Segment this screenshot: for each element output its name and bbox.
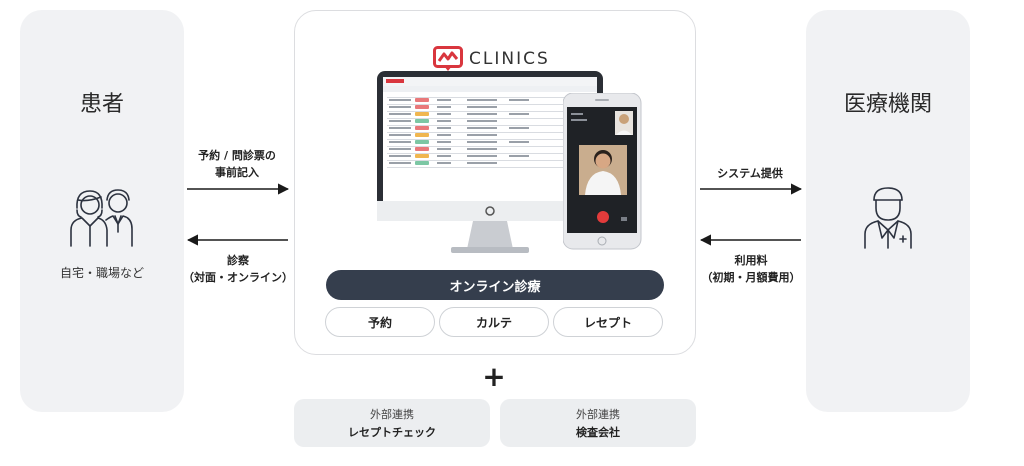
external-link-receipt-check: 外部連携 レセプトチェック xyxy=(294,399,490,447)
clinics-logo-text: CLINICS xyxy=(469,49,550,69)
desktop-monitor-illustration xyxy=(377,71,603,253)
karte-pill: カルテ xyxy=(439,307,549,337)
reservation-pill: 予約 xyxy=(325,307,435,337)
two-people-icon xyxy=(70,189,133,247)
external-link-category: 外部連携 xyxy=(576,408,620,421)
clinics-logo-icon xyxy=(433,46,463,71)
external-link-name: レセプトチェック xyxy=(348,426,436,439)
receipt-pill: レセプト xyxy=(553,307,663,337)
institution-panel: 医療機関 xyxy=(806,10,970,412)
clinics-service-box: CLINICS xyxy=(294,10,696,355)
institution-title: 医療機関 xyxy=(843,92,932,117)
clinics-logo: CLINICS xyxy=(433,45,550,73)
online-consultation-pill: オンライン診療 xyxy=(326,270,664,300)
smartphone-video-call-illustration xyxy=(563,93,642,250)
flow-label-consultation: 診察 （対面・オンライン） xyxy=(183,254,293,284)
doctor-icon xyxy=(864,187,912,249)
flow-label-reservation: 予約 / 問診票の 事前記入 xyxy=(198,149,276,179)
external-link-name: 検査会社 xyxy=(576,426,620,439)
external-link-lab: 外部連携 検査会社 xyxy=(500,399,696,447)
patient-location: 自宅・職場など xyxy=(59,266,144,280)
flow-label-system: システム提供 xyxy=(717,167,783,180)
plus-sign: + xyxy=(482,360,506,393)
patient-title: 患者 xyxy=(79,92,124,117)
external-link-category: 外部連携 xyxy=(370,408,414,421)
patient-panel: 患者 自宅・職場など xyxy=(20,10,184,412)
flow-label-fees: 利用料 （初期・月額費用） xyxy=(701,254,801,284)
